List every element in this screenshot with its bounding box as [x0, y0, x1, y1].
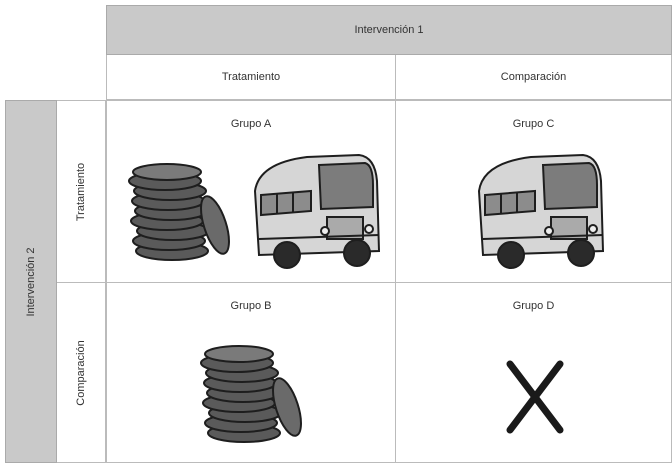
group-a-label: Grupo A	[230, 118, 272, 130]
cell-group-b: Grupo B	[106, 283, 396, 463]
intervention-2-header: Intervención 2	[5, 100, 57, 463]
group-b-label: Grupo B	[230, 300, 272, 312]
coins-icon	[128, 163, 230, 261]
column-header-treatment: Tratamiento	[106, 55, 396, 100]
x-mark-icon	[506, 360, 564, 434]
intervention-2-label: Intervención 2	[25, 246, 37, 317]
cell-group-a: Grupo A	[106, 100, 396, 283]
intervention-1-header: Intervención 1	[106, 5, 672, 55]
column-header-comparison: Comparación	[396, 55, 672, 100]
row-header-treatment: Tratamiento	[57, 100, 106, 283]
column-header-comparison-label: Comparación	[500, 71, 567, 83]
row-header-treatment-label: Tratamiento	[75, 162, 87, 221]
bus-icon	[253, 153, 381, 269]
coins-icon	[200, 345, 302, 443]
row-header-comparison-label: Comparación	[75, 339, 87, 406]
intervention-1-label: Intervención 1	[354, 24, 424, 36]
group-c-label: Grupo C	[512, 118, 555, 130]
cell-group-d: Grupo D	[396, 283, 672, 463]
cell-group-c: Grupo C	[396, 100, 672, 283]
group-d-label: Grupo D	[512, 300, 555, 312]
row-header-comparison: Comparación	[57, 283, 106, 463]
bus-icon	[477, 153, 605, 269]
column-header-treatment-label: Tratamiento	[221, 71, 281, 83]
